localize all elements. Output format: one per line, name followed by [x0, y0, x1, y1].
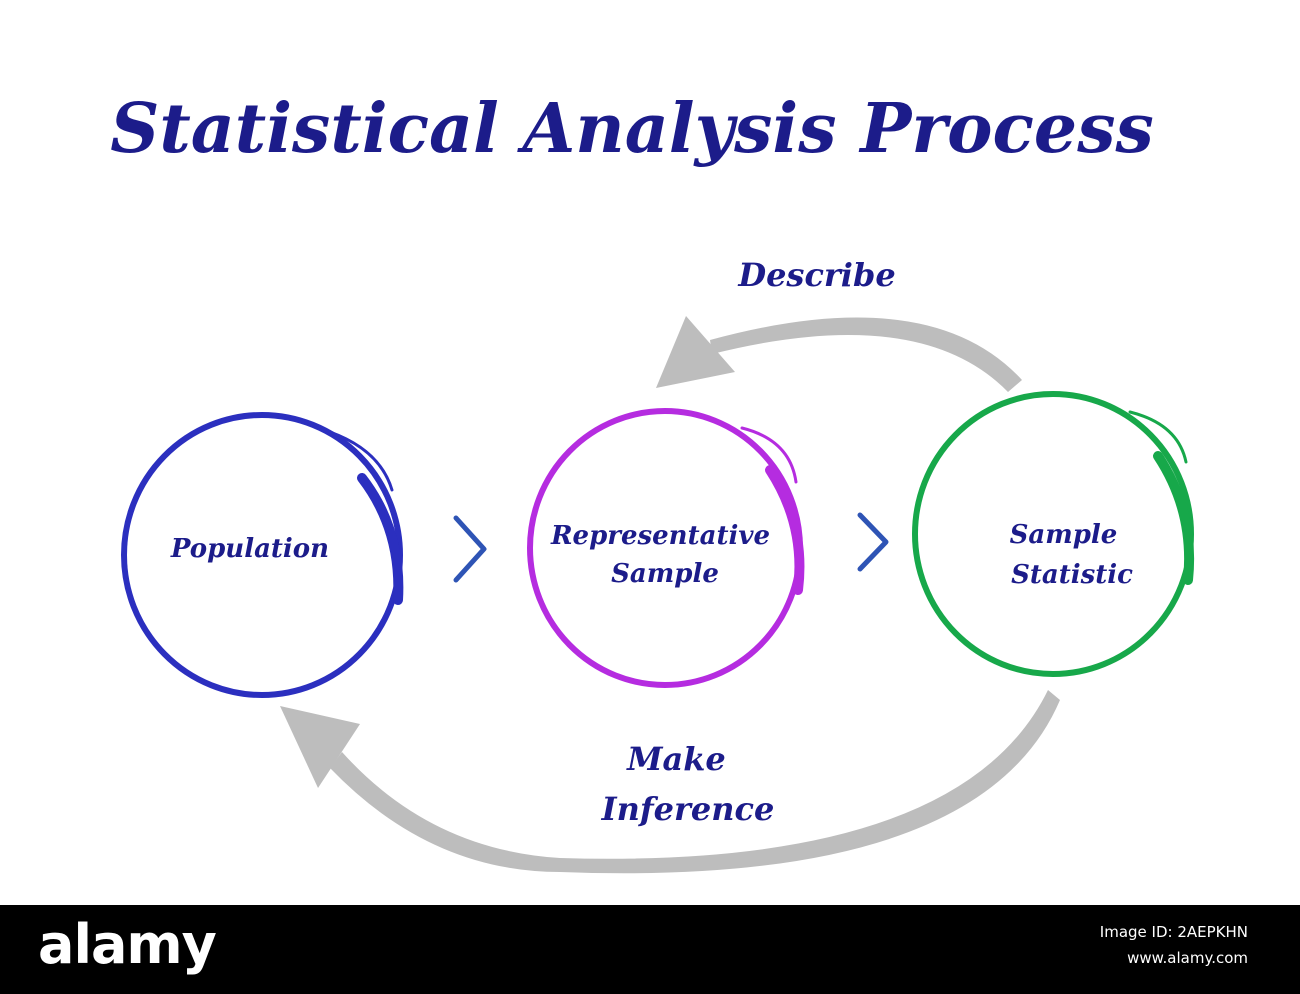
diagram-title: Statistical Analysis Process: [110, 89, 1154, 169]
representative-sample-label-line: Sample: [611, 559, 719, 589]
sample-statistic-circle-tail: [1128, 410, 1188, 464]
inference-arrowhead: [280, 706, 360, 788]
node-population: Population: [121, 412, 404, 698]
representative-sample-label-line: Representative: [550, 521, 770, 551]
watermark-footer: alamy Image ID: 2AEPKHN www.alamy.com: [0, 905, 1300, 994]
chevron-right-icon: [857, 512, 889, 572]
describe-label: Describe: [737, 256, 895, 294]
image-url-text: www.alamy.com: [1127, 949, 1248, 967]
make-inference-label-line: Inference: [601, 790, 775, 828]
sample-statistic-label: Sample Statistic: [1010, 520, 1134, 590]
node-sample-statistic: Sample Statistic: [912, 391, 1195, 677]
statistical-process-diagram: Statistical Analysis Process Population: [110, 89, 1195, 874]
alamy-logo: alamy: [38, 913, 217, 976]
population-circle-brush: [357, 473, 404, 605]
inference-arrow: [280, 690, 1060, 874]
sample-statistic-label-line: Statistic: [1011, 560, 1133, 590]
make-inference-label-line: Make: [626, 740, 726, 778]
chevron-right-icon: [453, 515, 487, 583]
alamy-logo-text: alamy: [38, 913, 217, 976]
describe-arrow-body: [710, 317, 1022, 392]
describe-arrow: [656, 316, 1022, 392]
inference-arrow-body: [330, 690, 1060, 874]
representative-sample-label: Representative Sample: [550, 521, 779, 589]
population-label-line: Population: [170, 534, 329, 564]
node-representative-sample: Representative Sample: [527, 408, 805, 688]
sample-statistic-circle-brush: [1153, 451, 1195, 585]
representative-sample-circle-tail: [740, 426, 798, 484]
population-label: Population: [170, 534, 329, 564]
image-id-text: Image ID: 2AEPKHN: [1099, 923, 1248, 941]
sample-statistic-label-line: Sample: [1010, 520, 1118, 550]
representative-sample-circle-brush: [765, 465, 805, 595]
describe-arrowhead: [656, 316, 735, 388]
make-inference-label: Make Inference: [601, 740, 775, 828]
describe-label-line: Describe: [737, 256, 895, 294]
population-circle-tail: [328, 430, 394, 492]
